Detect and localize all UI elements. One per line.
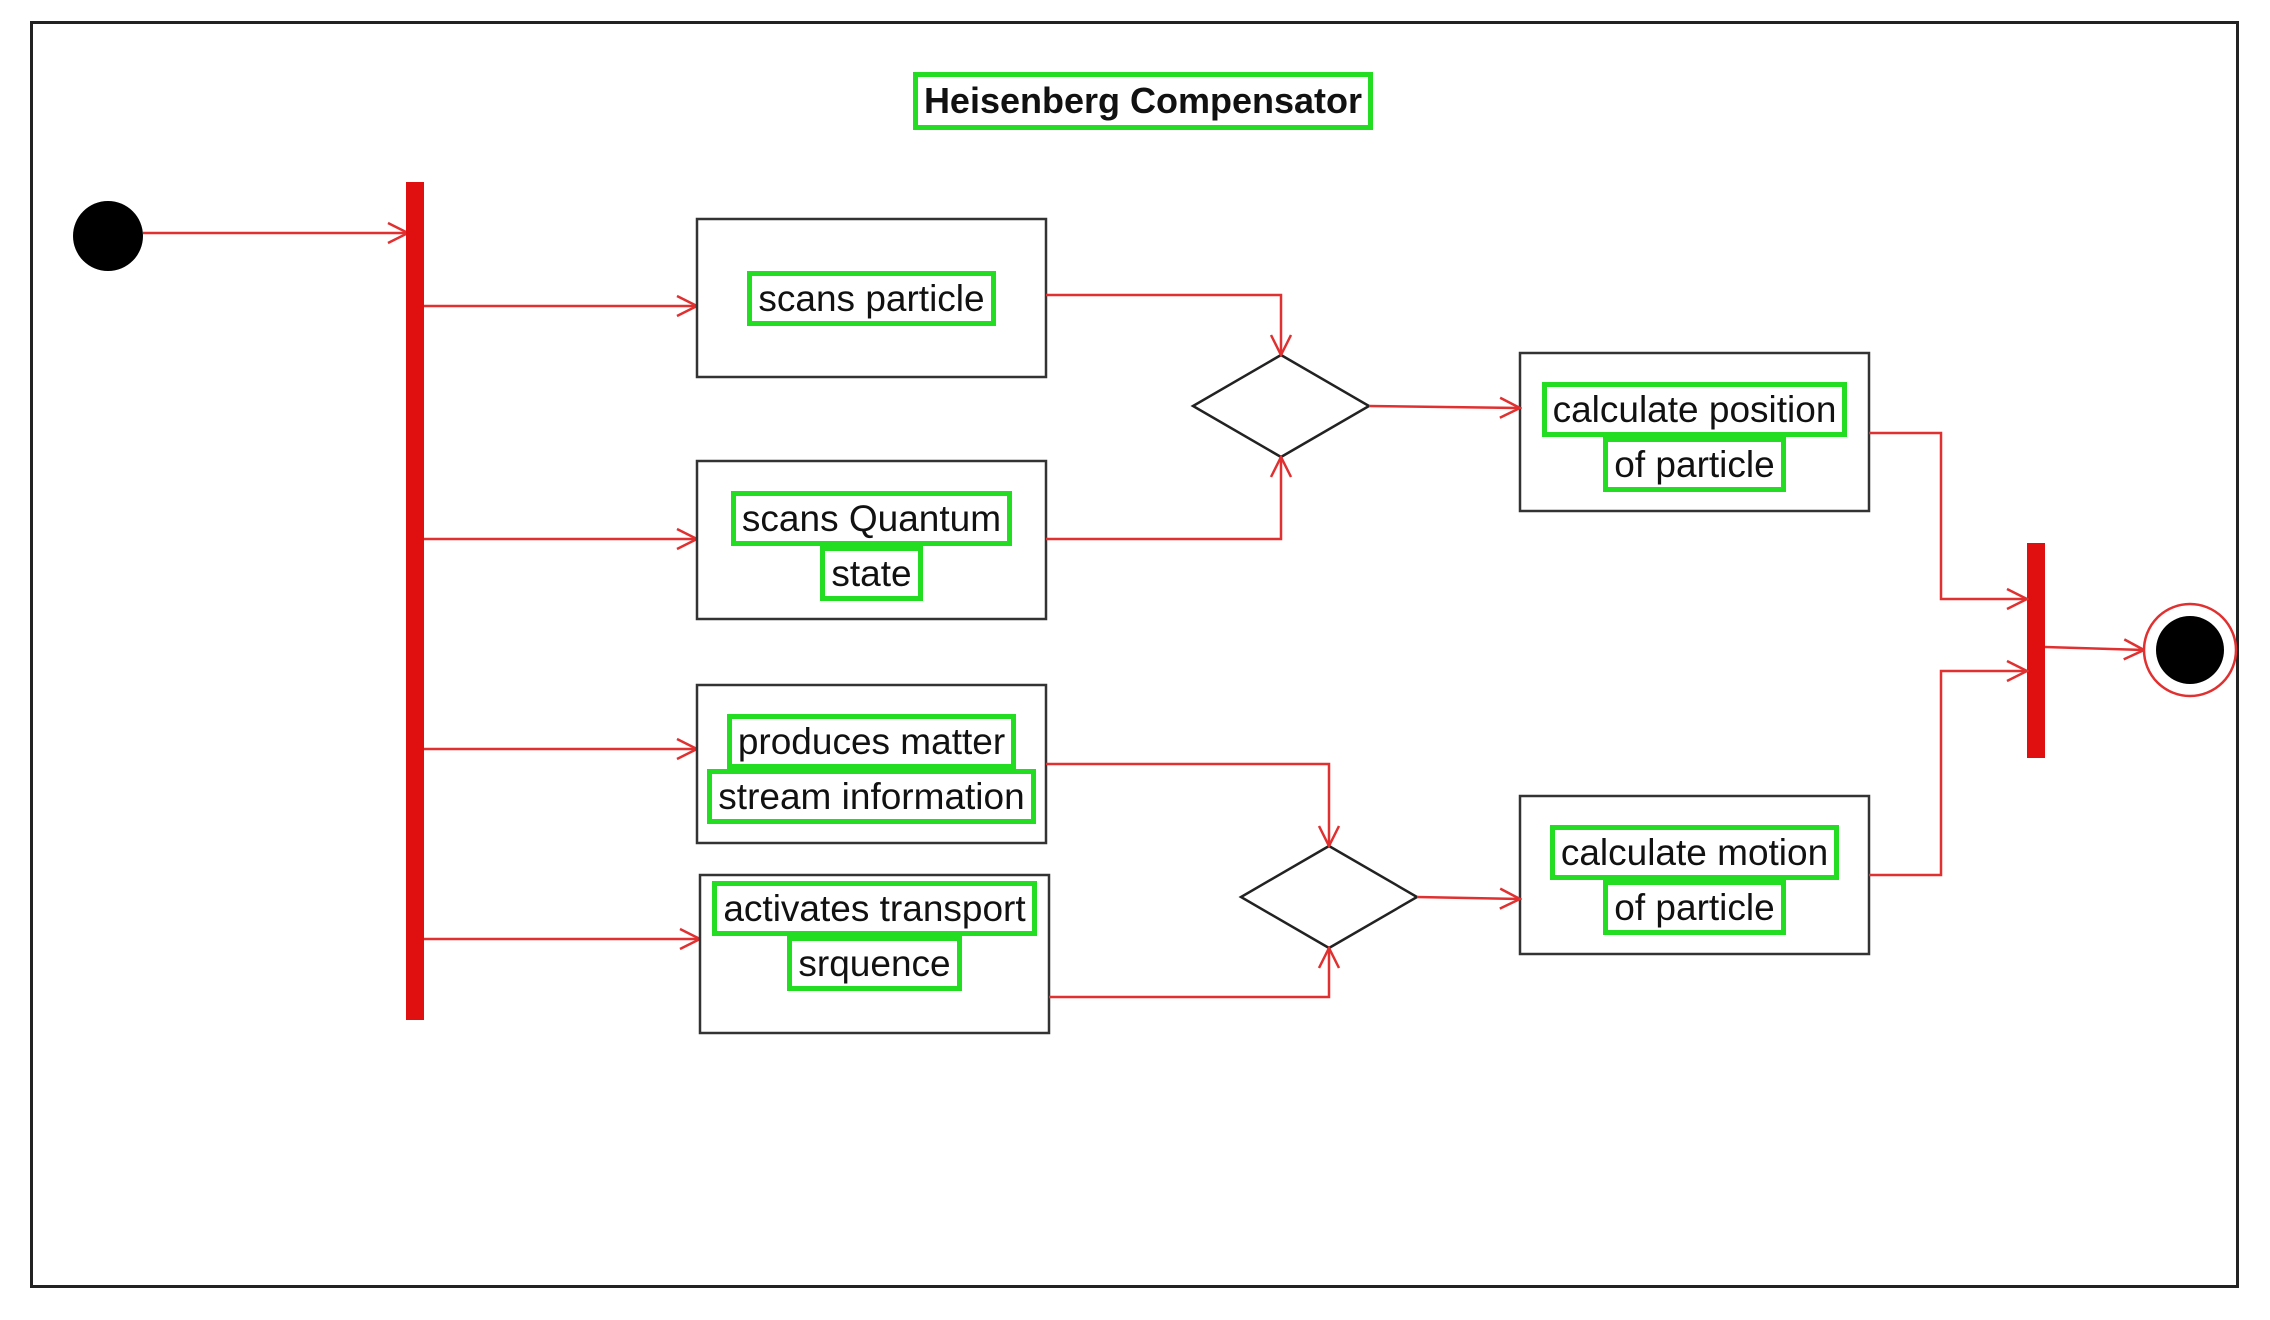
flow-calc-motion-to-join xyxy=(1869,671,2027,877)
action-label-transport: activates transport srquence xyxy=(700,881,1049,991)
diagram-title: Heisenberg Compensator xyxy=(835,72,1451,130)
action-text-line: activates transport xyxy=(712,881,1037,936)
flow-calc-position-to-join xyxy=(1869,431,2027,599)
flow-scan-quantum-to-merge xyxy=(1046,457,1281,541)
action-text-line: calculate position xyxy=(1541,382,1848,437)
action-text-line: produces matter xyxy=(726,714,1017,769)
final-node xyxy=(2156,616,2224,684)
action-text-line: state xyxy=(820,546,923,601)
flow-merge-to-calc-motion xyxy=(1416,897,1520,899)
action-text-line: stream information xyxy=(707,769,1036,824)
action-text-line: calculate motion xyxy=(1549,825,1840,880)
action-label-calc-position: calculate position of particle xyxy=(1520,382,1869,492)
fork-bar xyxy=(406,182,424,1020)
action-label-matter-stream: produces matter stream information xyxy=(697,714,1046,824)
initial-node xyxy=(73,201,143,271)
diagram-frame xyxy=(30,21,2239,1288)
action-text-line: of particle xyxy=(1603,880,1786,935)
merge-diamond-lower xyxy=(1238,844,1420,950)
flow-join-to-final xyxy=(2044,647,2144,650)
action-text-line: scans Quantum xyxy=(730,491,1013,546)
action-box-scan-particle xyxy=(695,217,1048,379)
diagram-title-text: Heisenberg Compensator xyxy=(912,72,1374,130)
action-label-calc-motion: calculate motion of particle xyxy=(1520,825,1869,935)
action-text-line: srquence xyxy=(787,936,962,991)
action-label-scan-quantum: scans Quantum state xyxy=(697,491,1046,601)
flow-matter-stream-to-merge xyxy=(1046,762,1329,846)
flow-transport-to-merge xyxy=(1049,948,1329,999)
action-box-scan-quantum xyxy=(695,459,1048,621)
flow-scan-particle-to-merge xyxy=(1046,293,1281,355)
action-text-line: scans particle xyxy=(747,271,996,326)
flow-merge-to-calc-position xyxy=(1368,406,1520,408)
join-bar xyxy=(2027,543,2045,758)
action-text-line: of particle xyxy=(1603,437,1786,492)
action-label-scan-particle: scans particle xyxy=(697,271,1046,326)
merge-diamond-upper xyxy=(1190,353,1372,459)
action-box-transport xyxy=(698,873,1051,1035)
